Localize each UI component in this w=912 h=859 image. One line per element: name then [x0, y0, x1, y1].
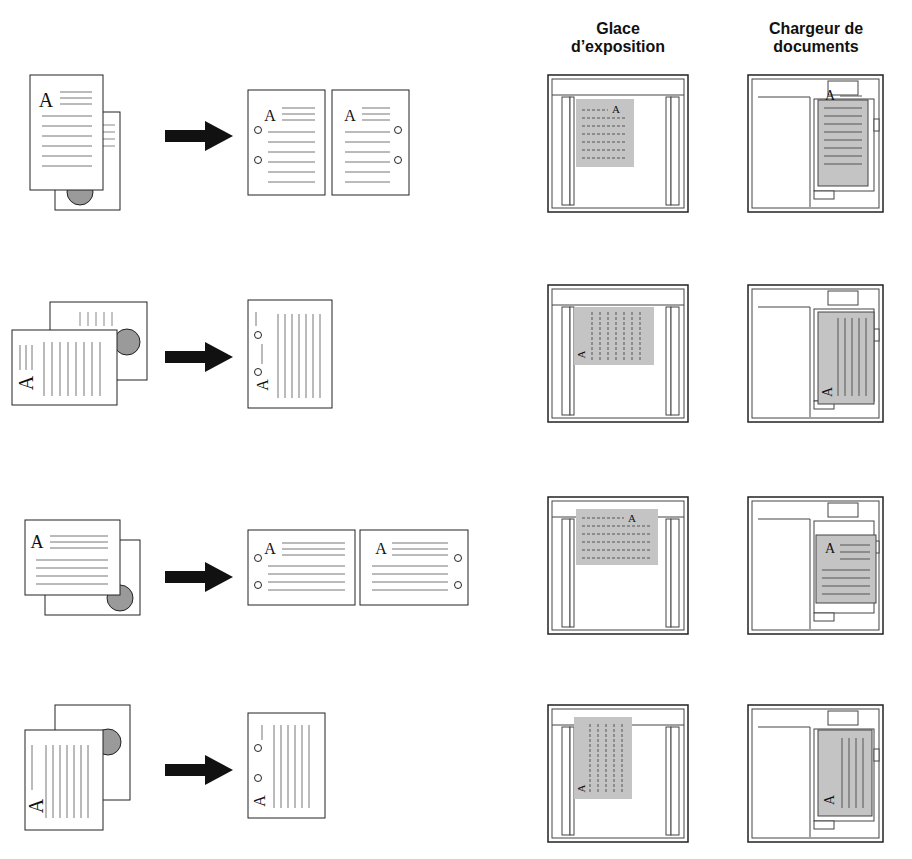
page-letter: A	[576, 784, 587, 792]
page-letter: A	[39, 90, 53, 110]
platen-glass	[548, 285, 688, 422]
platen-glass	[548, 497, 688, 634]
page-letter: A	[255, 379, 271, 391]
document-in-feeder	[818, 730, 872, 816]
page-letter: A	[26, 799, 46, 813]
page-letter: A	[264, 108, 276, 124]
page-letter: A	[825, 89, 835, 103]
original-pages	[25, 705, 130, 830]
platen-glass	[548, 705, 688, 842]
output-pages	[248, 530, 468, 605]
page-letter: A	[264, 541, 276, 557]
page-letter: A	[576, 350, 587, 358]
original-pages	[30, 75, 120, 210]
output-page	[248, 300, 332, 408]
page-letter: A	[375, 541, 387, 557]
document-feeder	[748, 285, 883, 422]
column-heading: Glace d’exposition	[558, 20, 678, 57]
page-letter: A	[825, 542, 835, 556]
page-letter: A	[612, 104, 620, 115]
document-feeder	[748, 705, 883, 842]
document-in-feeder	[818, 96, 868, 186]
page-letter: A	[628, 513, 636, 524]
document-in-feeder	[816, 535, 876, 603]
document-on-glass	[576, 509, 658, 565]
column-heading: Chargeur de documents	[756, 20, 876, 57]
output-page	[248, 713, 325, 818]
page-letter: A	[344, 108, 356, 124]
page-letter: A	[16, 376, 36, 390]
original-pages	[12, 302, 147, 405]
page-letter: A	[31, 533, 44, 551]
original-pages	[25, 520, 140, 615]
document-feeder	[748, 497, 883, 634]
page-letter: A	[823, 795, 837, 805]
page-letter: A	[821, 387, 835, 397]
arrow	[165, 562, 233, 592]
document-feeder	[748, 75, 883, 212]
platen-glass	[548, 75, 688, 212]
arrow	[165, 121, 233, 151]
document-in-feeder	[818, 312, 874, 404]
output-pages	[248, 90, 409, 195]
page-letter: A	[252, 795, 268, 807]
document-on-glass	[576, 99, 634, 167]
arrow	[165, 755, 233, 785]
arrow	[165, 342, 233, 372]
document-on-glass	[574, 717, 632, 799]
document-on-glass	[574, 307, 654, 365]
